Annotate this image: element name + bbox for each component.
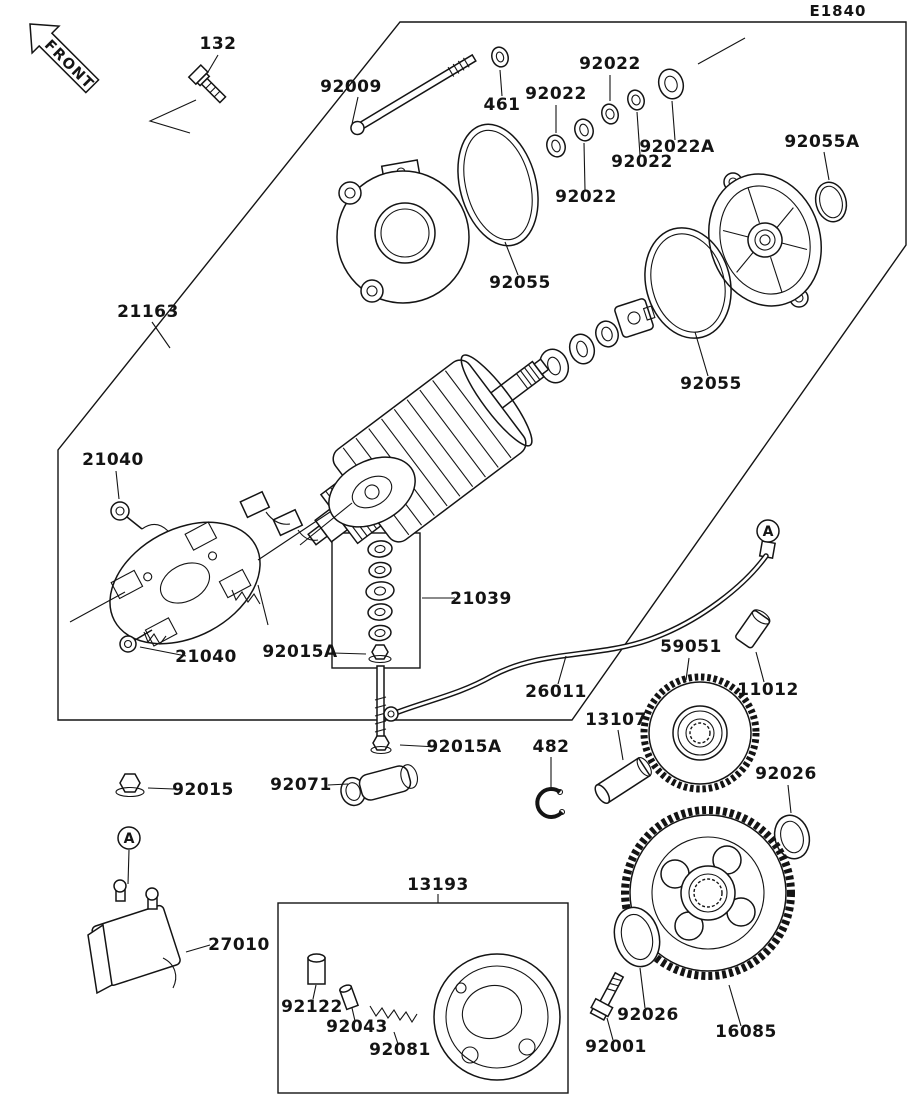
part-label-16085: 16085 [715, 1022, 777, 1042]
brush-plate-assembly [69, 490, 353, 653]
washers-92022-row [546, 68, 685, 158]
part-label-92055a: 92055A [784, 132, 860, 152]
part-label-92022-4: 92022 [555, 187, 617, 207]
connection-marker-a-solenoid: A [117, 826, 141, 885]
sheet-code: E1840 [810, 2, 867, 20]
part-label-21040-2: 21040 [175, 647, 237, 667]
bolt-92001 [589, 971, 625, 1021]
washer-461 [491, 46, 509, 68]
part-label-482: 482 [533, 737, 570, 757]
clutch-housing [433, 953, 561, 1081]
part-label-21040-1: 21040 [82, 450, 144, 470]
part-label-13107: 13107 [585, 710, 647, 730]
lock-plate [614, 298, 656, 338]
mount-bolt-132 [187, 64, 227, 104]
circlip-482 [535, 786, 566, 819]
front-label: FRONT [41, 37, 97, 93]
part-label-92015: 92015 [172, 780, 234, 800]
front-direction-arrow: FRONT [29, 23, 100, 94]
corner-tick-left [148, 99, 197, 134]
part-label-92022a: 92022A [639, 137, 715, 157]
part-label-59051: 59051 [660, 637, 722, 657]
ring-gear-16085 [621, 806, 795, 980]
terminal-stud [376, 665, 385, 741]
washer-set-box-21039 [331, 532, 421, 669]
part-label-21163: 21163 [117, 302, 179, 322]
battery-cable-26011: A [383, 519, 780, 722]
part-label-92055-1: 92055 [489, 273, 551, 293]
clutch-kit-box-13193 [277, 902, 569, 1094]
nut-92015a-lower [370, 735, 392, 755]
part-label-92001: 92001 [585, 1037, 647, 1057]
nut-92015 [115, 773, 145, 798]
part-label-92015a-1: 92015A [262, 642, 338, 662]
terminal-washer-stack [365, 540, 395, 755]
part-label-26011: 26011 [525, 682, 587, 702]
motor-yoke-housing [336, 159, 470, 304]
clutch-kit-contents [307, 953, 561, 1081]
part-label-92022-1: 92022 [525, 84, 587, 104]
o-ring-92055a [814, 181, 848, 223]
nut-92015a-upper [368, 644, 392, 664]
o-ring-92055-front [457, 123, 539, 247]
pin-92122 [307, 953, 326, 985]
idler-shaft-13107 [594, 756, 652, 805]
part-label-92071: 92071 [270, 775, 332, 795]
through-bolt-92009 [350, 53, 477, 136]
spring-92081 [369, 1005, 418, 1024]
part-label-11012: 11012 [737, 680, 799, 700]
washer-92022a [657, 68, 685, 100]
assembly-boundary-21163 [57, 21, 907, 721]
armature [307, 354, 550, 546]
part-label-92055-2: 92055 [680, 374, 742, 394]
part-label-13193: 13193 [407, 875, 469, 895]
shim-washers [538, 298, 656, 384]
part-label-92022-3: 92022 [611, 152, 673, 172]
idler-gear-59051 [640, 673, 760, 793]
part-label-92009: 92009 [320, 77, 382, 97]
o-ring-92055-rear [644, 227, 732, 339]
part-label-132: 132 [200, 34, 237, 54]
marker-a-label-2: A [124, 831, 135, 847]
starter-relay-27010 [87, 879, 181, 995]
end-bracket [328, 456, 416, 528]
part-label-92026-2: 92026 [617, 1005, 679, 1025]
end-cover [707, 172, 823, 308]
part-label-21039: 21039 [450, 589, 512, 609]
part-label-27010: 27010 [208, 935, 270, 955]
leader-lines [115, 54, 830, 1045]
washer-92026-lower [613, 906, 661, 968]
part-label-92026-1: 92026 [755, 764, 817, 784]
marker-a-label-1: A [763, 524, 774, 540]
part-label-92015a-2: 92015A [426, 737, 502, 757]
connection-marker-a-cable: A [756, 519, 780, 543]
part-number-labels: 132 92009 461 92022 92022 92022A 92022 9… [82, 34, 860, 1060]
part-label-92081: 92081 [369, 1040, 431, 1060]
part-label-92122: 92122 [281, 997, 343, 1017]
part-label-92043: 92043 [326, 1017, 388, 1037]
pin-92043 [338, 984, 360, 1011]
washer-92026-upper [773, 814, 811, 860]
assembly-boundaries [57, 21, 907, 1094]
corner-tick-right [697, 37, 746, 65]
terminal-cap-11012 [735, 609, 771, 649]
part-label-92022-2: 92022 [579, 54, 641, 74]
terminal-boot-92071 [340, 764, 419, 807]
part-label-461: 461 [484, 95, 521, 115]
